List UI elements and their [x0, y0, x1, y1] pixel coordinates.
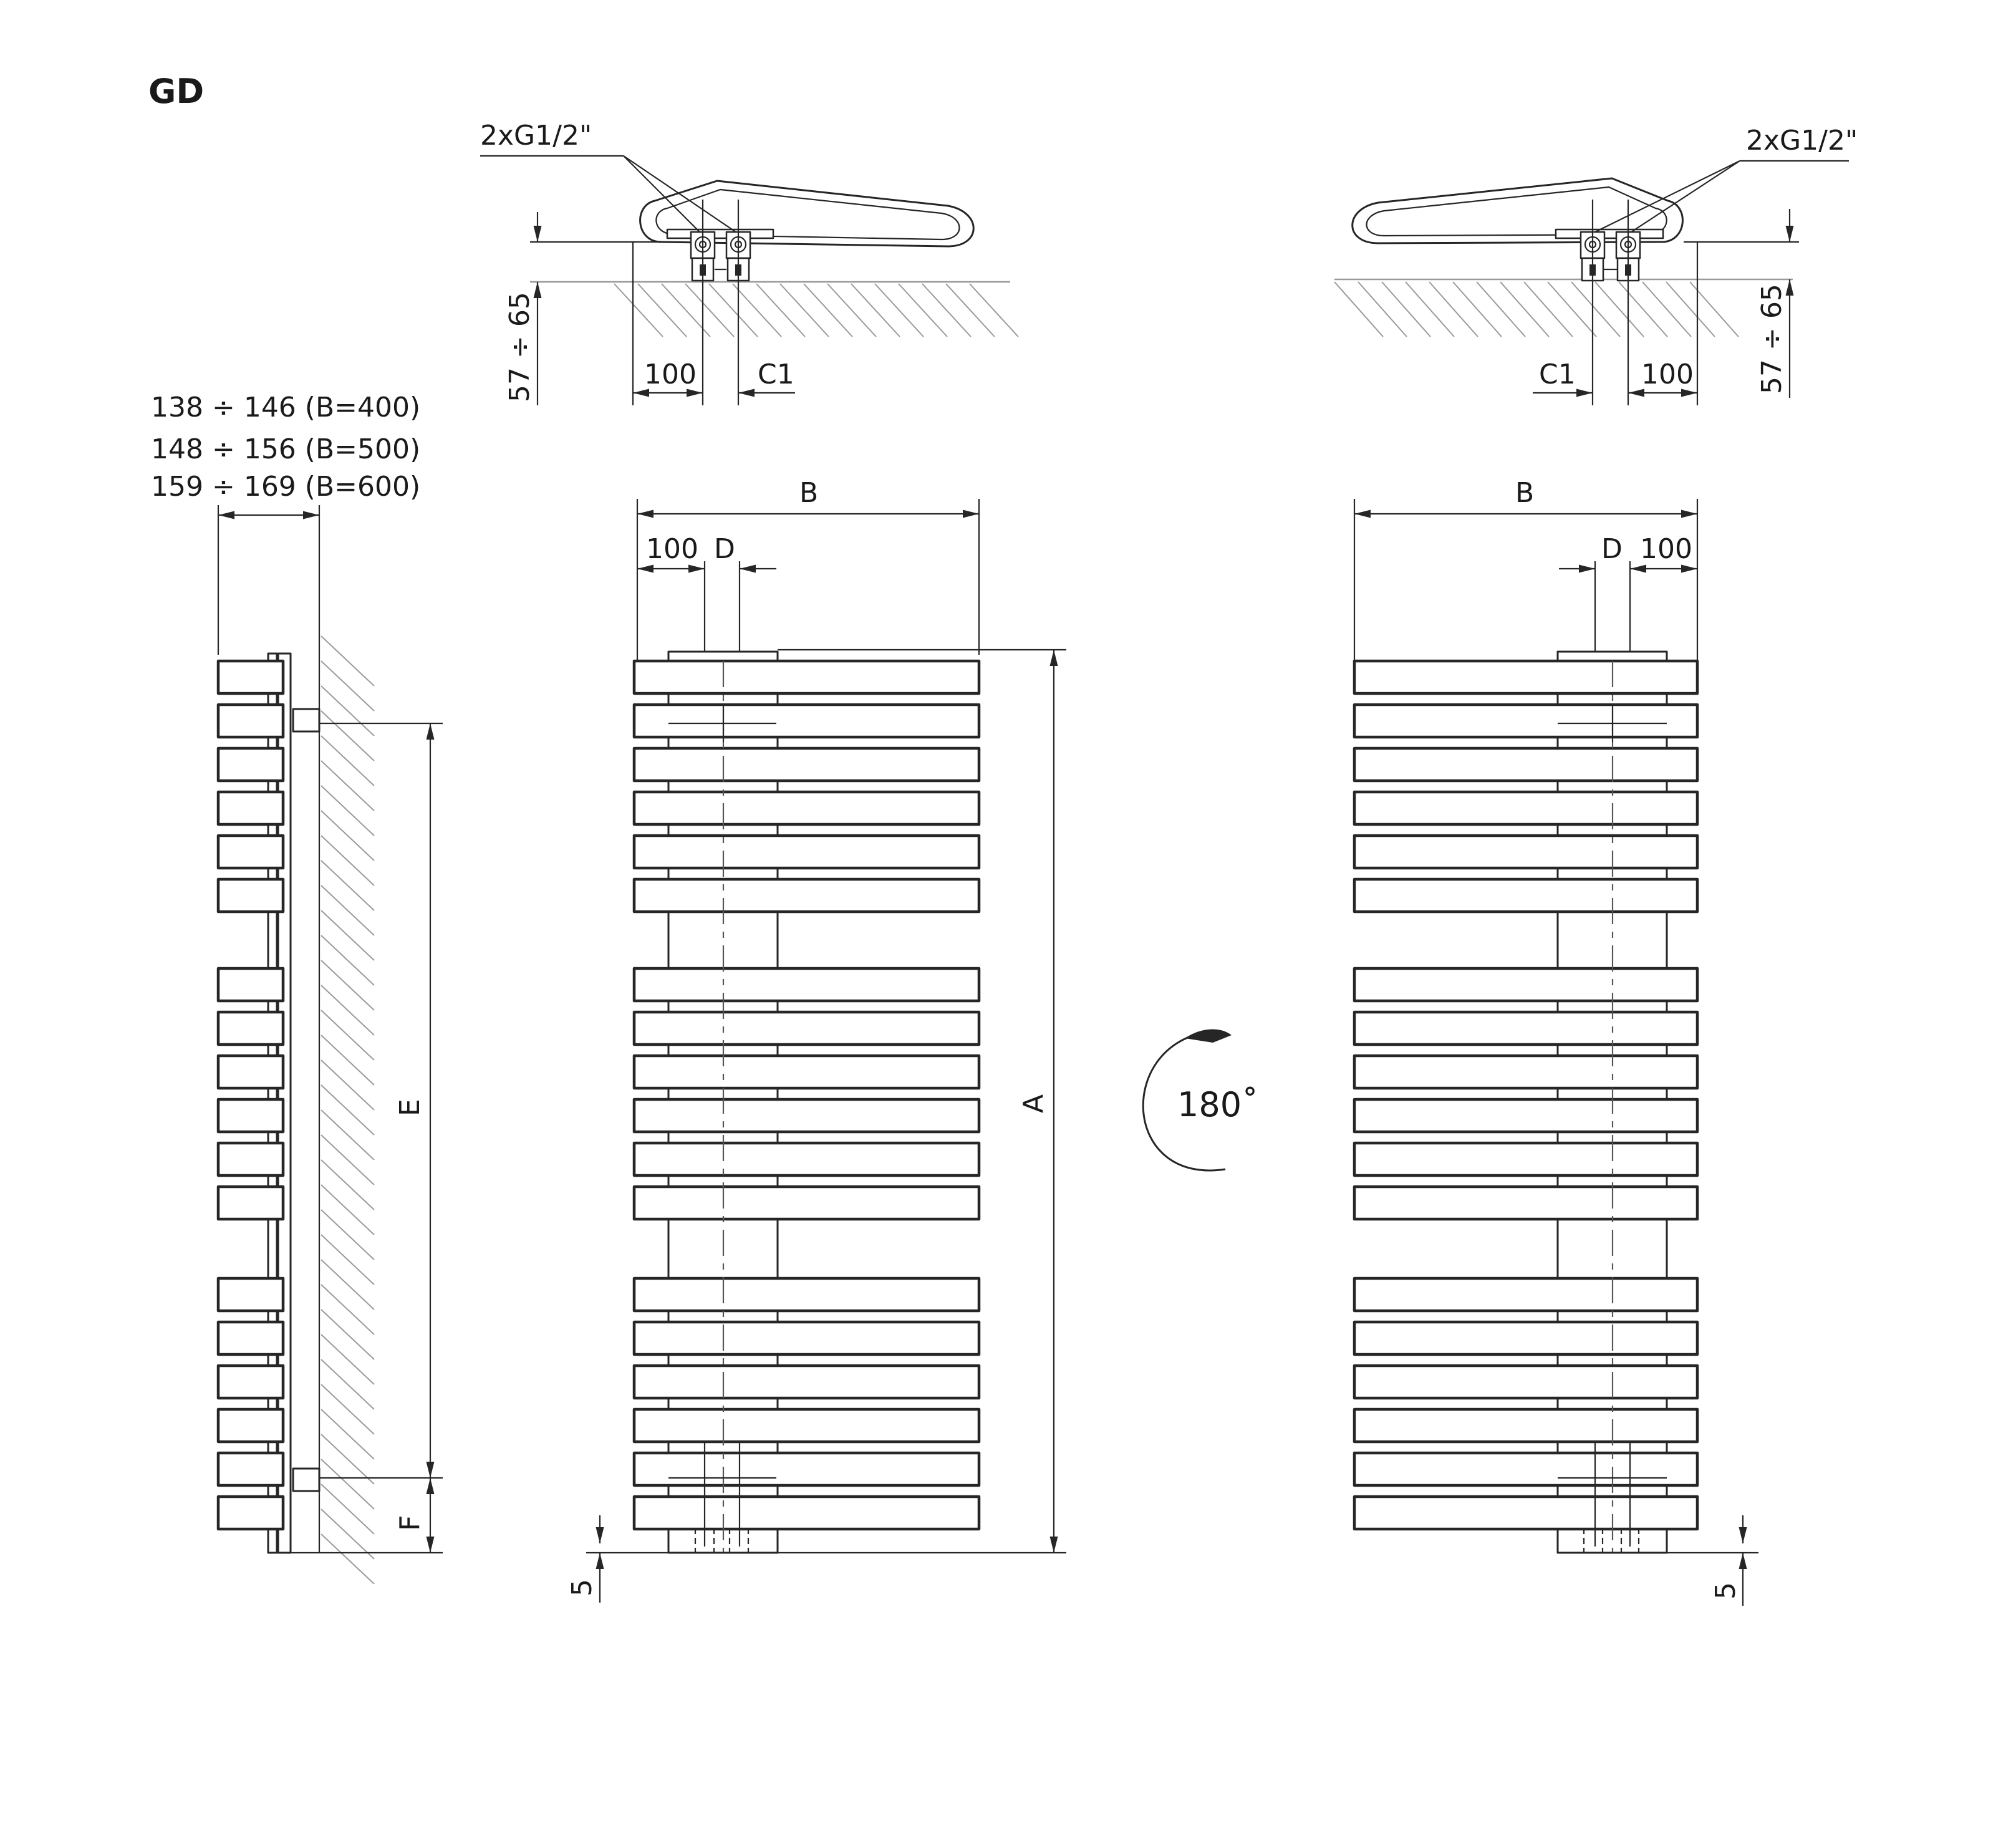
radiator-bar-side: [216, 1407, 285, 1444]
rotation-label: 180˚: [1177, 1085, 1258, 1124]
front-view-left: B 100 D A 5: [566, 477, 1066, 1603]
radiator-bar: [1353, 659, 1699, 695]
radiator-bar-side: [216, 1010, 285, 1046]
dim-100-top-left: 100: [644, 359, 697, 390]
radiator-bar: [1353, 703, 1699, 739]
radiator-bar-side: [216, 1185, 285, 1221]
radiator-bar: [632, 1276, 981, 1313]
wall-distance-left: 57 ÷ 65: [504, 292, 536, 402]
radiator-bar: [632, 1098, 981, 1134]
rotation-indicator: 180˚: [1142, 1029, 1258, 1172]
radiator-bar-side: [216, 790, 285, 826]
radiator-bar: [632, 746, 981, 783]
radiator-bar: [632, 967, 981, 1003]
radiator-bar: [1353, 1495, 1699, 1531]
radiator-bar: [1353, 1185, 1699, 1221]
radiator-bar-side: [216, 967, 285, 1003]
dim-c1-top-right: C1: [1539, 359, 1576, 390]
radiator-bar: [1353, 790, 1699, 826]
dim-100-front-left: 100: [646, 533, 698, 565]
dim-c1-top-left: C1: [758, 359, 794, 390]
radiator-bar: [1353, 1010, 1699, 1046]
dim-100-front-right: 100: [1640, 533, 1692, 565]
radiator-bar: [632, 1451, 981, 1487]
top-view-right: 2xG1/2" 57 ÷ 65 C1 100: [1334, 125, 1858, 405]
radiator-bar: [1353, 834, 1699, 870]
radiator-bar: [632, 703, 981, 739]
radiator-bar-side: [216, 834, 285, 870]
radiator-bar: [632, 1010, 981, 1046]
radiator-bar-side: [216, 703, 285, 739]
wall-distance-right: 57 ÷ 65: [1756, 284, 1788, 394]
side-view: 138 ÷ 146 (B=400) 148 ÷ 156 (B=500) 159 …: [151, 392, 443, 1585]
radiator-bar: [632, 1320, 981, 1356]
radiator-bar: [1353, 1276, 1699, 1313]
radiator-bar: [1353, 1407, 1699, 1444]
depth-dim-3: 159 ÷ 169 (B=600): [151, 471, 420, 503]
front-view-right: B D 100 5: [1353, 477, 1758, 1606]
radiator-bar: [632, 834, 981, 870]
dim-f: F: [394, 1515, 426, 1531]
radiator-bar: [632, 1364, 981, 1400]
top-view-left: 2xG1/2" 57 ÷ 65 100 C1: [480, 120, 1019, 405]
radiator-bar: [632, 877, 981, 914]
radiator-bar: [1353, 1451, 1699, 1487]
radiator-bar: [632, 790, 981, 826]
connection-label-left: 2xG1/2": [480, 120, 592, 152]
radiator-bar-side: [216, 1054, 285, 1090]
radiator-bar: [1353, 1364, 1699, 1400]
dim-5-right: 5: [1710, 1582, 1742, 1600]
depth-dim-1: 138 ÷ 146 (B=400): [151, 392, 420, 423]
radiator-bar: [632, 1054, 981, 1090]
dim-b-right: B: [1515, 477, 1534, 509]
radiator-bar: [1353, 1098, 1699, 1134]
radiator-bar-side: [216, 659, 285, 695]
radiator-bar-side: [216, 1276, 285, 1313]
radiator-bar-side: [216, 746, 285, 783]
drawing-title: GD: [148, 72, 204, 111]
radiator-bar-side: [216, 1495, 285, 1531]
radiator-bar-side: [216, 1451, 285, 1487]
radiator-bar: [632, 1407, 981, 1444]
dim-e: E: [394, 1099, 426, 1116]
dim-5-left: 5: [566, 1579, 598, 1596]
radiator-bar: [632, 1141, 981, 1177]
radiator-bar: [632, 1185, 981, 1221]
connection-label-right: 2xG1/2": [1746, 125, 1858, 157]
radiator-bar: [1353, 1141, 1699, 1177]
dim-d-front-left: D: [714, 533, 735, 565]
radiator-bar: [1353, 877, 1699, 914]
radiator-bar: [1353, 967, 1699, 1003]
radiator-bar-side: [216, 1320, 285, 1356]
dim-a: A: [1018, 1094, 1049, 1113]
dim-100-top-right: 100: [1641, 359, 1694, 390]
radiator-bar-side: [216, 1364, 285, 1400]
radiator-bar-side: [216, 1141, 285, 1177]
radiator-bar-side: [216, 1098, 285, 1134]
depth-dim-2: 148 ÷ 156 (B=500): [151, 433, 420, 465]
radiator-bar: [632, 659, 981, 695]
radiator-bar: [1353, 1054, 1699, 1090]
radiator-bar: [1353, 1320, 1699, 1356]
radiator-bar: [1353, 746, 1699, 783]
radiator-bar-side: [216, 877, 285, 914]
dim-d-front-right: D: [1601, 533, 1623, 565]
dim-b-left: B: [799, 477, 818, 509]
radiator-bar: [632, 1495, 981, 1531]
